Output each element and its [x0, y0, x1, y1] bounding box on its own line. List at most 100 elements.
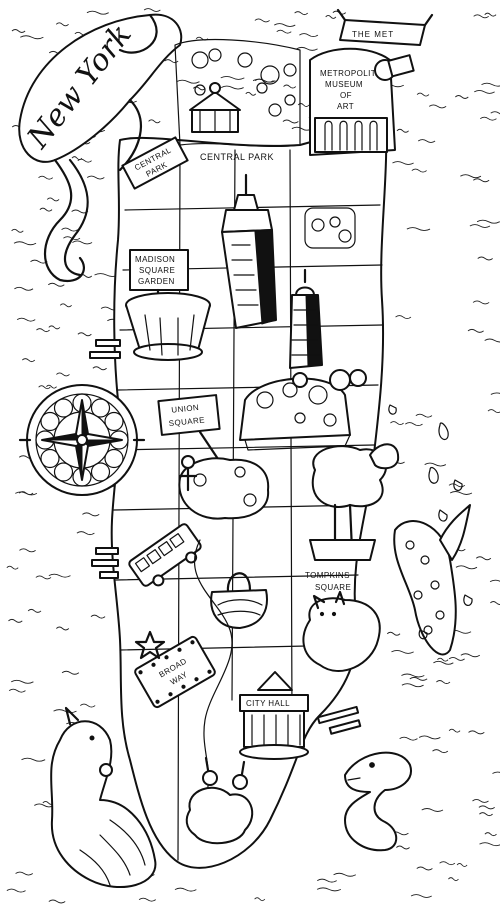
svg-text:OF: OF [340, 91, 352, 100]
water-stroke [79, 703, 96, 708]
water-stroke [473, 14, 489, 19]
water-stroke [8, 618, 23, 623]
compass-petal [53, 462, 74, 482]
water-stroke [176, 79, 200, 84]
water-stroke [143, 8, 161, 12]
water-stroke [418, 735, 441, 740]
water-stroke [86, 175, 105, 180]
water-stroke [448, 877, 459, 882]
water-stroke [21, 358, 36, 363]
water-stroke [47, 282, 65, 287]
carousel-icon [189, 82, 241, 133]
water-stroke [11, 228, 24, 233]
water-stroke [409, 676, 428, 681]
water-stroke [469, 224, 491, 228]
water-stroke [439, 861, 456, 866]
water-stroke [296, 46, 318, 51]
water-stroke [8, 688, 26, 693]
water-stroke [46, 197, 60, 202]
water-stroke [478, 805, 495, 810]
water-stroke [401, 673, 425, 678]
water-stroke [455, 95, 469, 99]
treehouse [309, 443, 400, 561]
water-stroke [30, 259, 48, 264]
water-stroke [417, 139, 436, 143]
squirrel-on-tree-icon [369, 443, 400, 470]
water-stroke [432, 749, 449, 754]
tompkins-square-label-line2: SQUARE [315, 583, 351, 592]
water-stroke [18, 491, 34, 496]
water-stroke [254, 897, 266, 902]
water-stroke [455, 565, 478, 570]
city-hall-label: CITY HALL [246, 699, 290, 708]
water-stroke [325, 15, 337, 19]
compass-petal [104, 411, 124, 432]
water-stroke [490, 392, 500, 395]
water-stroke [220, 85, 244, 90]
water-stroke [479, 812, 493, 817]
water-stroke [490, 601, 500, 605]
compass-petal [104, 448, 124, 469]
water-stroke [20, 35, 44, 40]
water-stroke [61, 670, 80, 675]
squirrel-icon [50, 706, 157, 888]
water-stroke [39, 207, 53, 212]
water-stroke [254, 18, 270, 23]
shrub-cluster [304, 207, 356, 249]
water-stroke [492, 771, 500, 774]
water-stroke [401, 683, 424, 688]
chrysler-building [289, 268, 323, 369]
compass-petal [53, 398, 74, 418]
water-stroke [72, 240, 93, 245]
water-stroke [333, 872, 357, 877]
water-stroke [76, 531, 95, 536]
water-stroke [391, 649, 414, 654]
water-stroke [386, 631, 401, 636]
water-stroke [472, 300, 490, 305]
water-stroke [479, 842, 500, 847]
water-stroke [174, 887, 197, 892]
water-stroke [283, 84, 297, 89]
water-stroke [6, 565, 19, 570]
figure-with-sign-icon [178, 455, 198, 492]
water-stroke [6, 888, 26, 893]
water-stroke [36, 328, 50, 333]
metropolitan-museum: THE MET METROPOLITAN MUSEUM OF ART [309, 8, 434, 156]
water-stroke [428, 104, 447, 109]
water-stroke [48, 573, 71, 578]
broadway-sign: BROAD WAY [134, 630, 216, 709]
central-park-sign: CENTRAL PARK [121, 136, 189, 190]
water-stroke [437, 657, 449, 662]
water-stroke [395, 315, 412, 319]
squirrel-group-icon [292, 369, 367, 391]
water-stroke [274, 23, 296, 28]
water-stroke [479, 116, 497, 121]
water-stroke [16, 317, 36, 322]
water-stroke [27, 608, 42, 613]
water-stroke [433, 660, 454, 665]
water-stroke [220, 75, 245, 80]
water-stroke [276, 29, 292, 34]
water-stroke [484, 832, 497, 837]
water-stroke [11, 679, 34, 684]
water-stroke [21, 757, 46, 762]
water-stroke [38, 175, 54, 180]
water-stroke [405, 422, 423, 427]
water-stroke [456, 863, 468, 867]
the-met-banner: THE MET [352, 30, 394, 39]
water-stroke [484, 12, 497, 17]
water-stroke [61, 227, 79, 232]
water-stroke [460, 174, 482, 179]
mermaid-tail-icon [393, 504, 471, 656]
water-stroke [316, 887, 342, 892]
water-stroke [460, 653, 481, 658]
water-stroke [467, 328, 484, 333]
water-stroke [34, 803, 55, 808]
city-hall: CITY HALL [239, 671, 309, 760]
water-stroke [148, 119, 161, 124]
water-stroke [477, 256, 493, 261]
water-stroke [490, 111, 500, 115]
water-stroke [424, 462, 447, 467]
water-stroke [19, 548, 36, 553]
water-stroke [415, 413, 433, 418]
